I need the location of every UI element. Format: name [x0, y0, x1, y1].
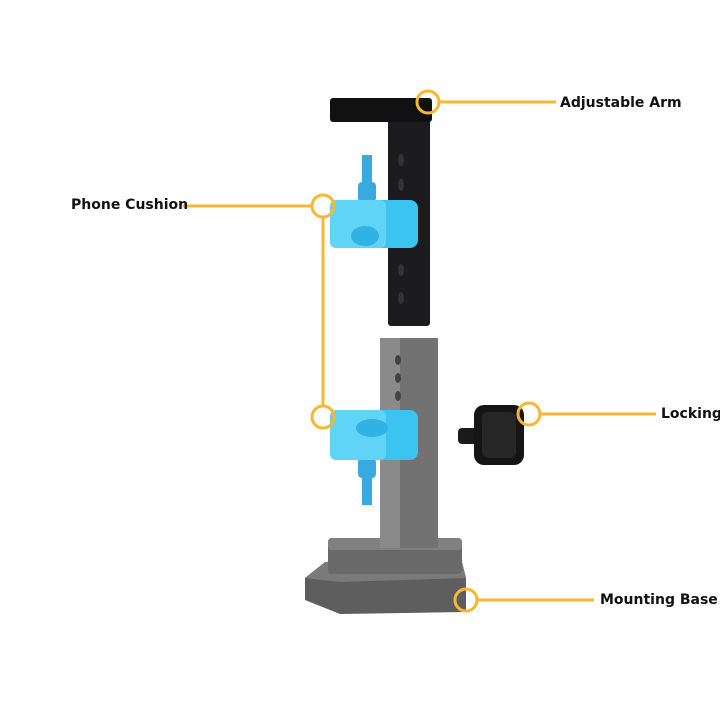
- label-adjustable-arm: Adjustable Arm: [560, 95, 682, 111]
- callouts: [183, 89, 656, 613]
- upper-phone-cushion: [330, 155, 418, 248]
- callout-marker-cushion-lower: [310, 404, 336, 430]
- mounting-base: [305, 538, 466, 614]
- label-locking: Locking: [661, 406, 720, 422]
- label-mounting-base: Mounting Base: [600, 592, 718, 608]
- locking-knob: [458, 405, 524, 465]
- lower-phone-cushion: [330, 410, 418, 505]
- label-phone-cushion: Phone Cushion: [71, 197, 189, 213]
